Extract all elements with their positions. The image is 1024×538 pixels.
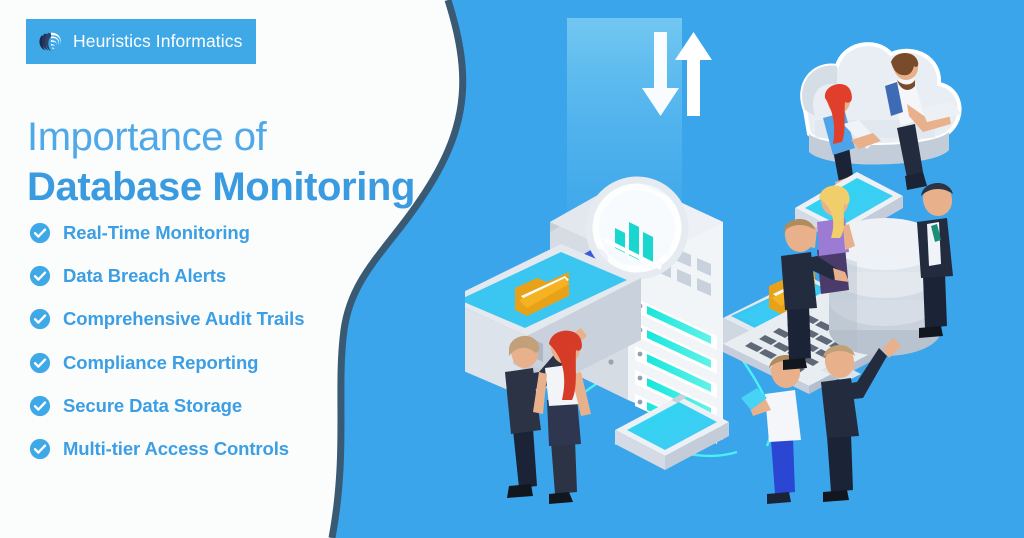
list-item-label: Real-Time Monitoring bbox=[63, 221, 250, 243]
list-item[interactable]: Multi-tier Access Controls bbox=[29, 435, 359, 464]
list-item-label: Comprehensive Audit Trails bbox=[63, 308, 305, 330]
list-item-label: Multi-tier Access Controls bbox=[63, 438, 289, 460]
list-item-label: Data Breach Alerts bbox=[63, 264, 227, 286]
check-circle-icon bbox=[29, 439, 51, 460]
cloud-icon bbox=[800, 42, 962, 165]
title-line-1: Importance of bbox=[27, 115, 267, 159]
list-item[interactable]: Real-Time Monitoring bbox=[29, 218, 359, 247]
person-database-right bbox=[917, 182, 953, 338]
list-item[interactable]: Secure Data Storage bbox=[29, 392, 359, 421]
person-database-left bbox=[781, 218, 849, 370]
brand-logo[interactable]: Heuristics Informatics bbox=[26, 19, 257, 64]
database-cylinder-icon bbox=[829, 218, 941, 356]
list-item-label: Secure Data Storage bbox=[63, 395, 243, 417]
feature-list: Real-Time Monitoring Data Breach Alerts … bbox=[29, 218, 359, 478]
folder-icon bbox=[515, 272, 569, 316]
swoosh-wave-logo-icon bbox=[39, 32, 61, 51]
check-circle-icon bbox=[29, 352, 51, 373]
person-laptop-right bbox=[821, 338, 901, 502]
list-item-label: Compliance Reporting bbox=[63, 351, 259, 373]
person-monitor-right bbox=[533, 330, 591, 504]
isometric-database-monitoring-illustration bbox=[465, 0, 1024, 538]
check-circle-icon bbox=[29, 265, 51, 286]
data-transfer-arrows-icon bbox=[642, 32, 712, 116]
title-line-2: Database Monitoring bbox=[27, 165, 415, 209]
check-circle-icon bbox=[29, 395, 51, 417]
list-item[interactable]: Comprehensive Audit Trails bbox=[29, 305, 359, 334]
brand-name: Heuristics Informatics bbox=[73, 31, 243, 51]
list-item[interactable]: Compliance Reporting bbox=[29, 348, 359, 377]
check-circle-icon bbox=[29, 309, 51, 330]
curve-divider bbox=[328, 0, 467, 538]
list-item[interactable]: Data Breach Alerts bbox=[29, 261, 359, 290]
smartphone-icon bbox=[615, 394, 729, 470]
bar-chart-icon bbox=[604, 222, 662, 270]
person-cloud-right bbox=[885, 53, 961, 190]
person-laptop-front bbox=[741, 354, 801, 504]
page-title: Importance of Database Monitoring bbox=[27, 112, 415, 212]
check-circle-icon bbox=[29, 222, 51, 243]
